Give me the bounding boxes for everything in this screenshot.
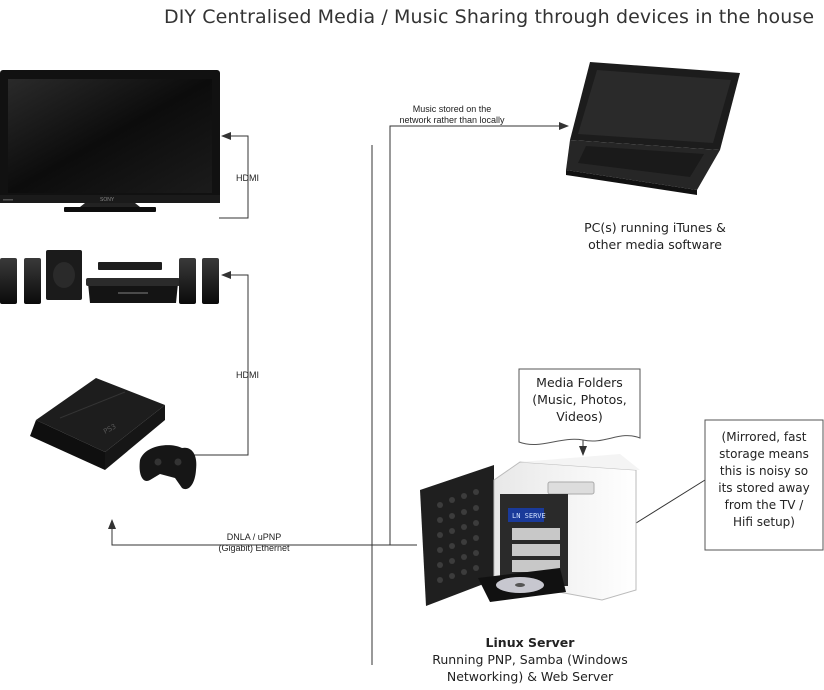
network-storage-label-line1: Music stored on the <box>412 104 492 114</box>
note-line6: Hifi setup) <box>733 515 795 529</box>
note-line3: this is noisy so <box>719 464 809 478</box>
tv-icon <box>0 70 220 212</box>
ethernet-label-line2: (Gigabit) Ethernet <box>218 543 290 553</box>
server-caption-line1: Running PNP, Samba (Windows <box>432 652 628 667</box>
note-line5: from the TV / <box>724 498 804 512</box>
server-title: Linux Server <box>485 635 575 650</box>
media-folders-line1: Media Folders <box>536 375 623 390</box>
ethernet-label-line1: DNLA / uPNP <box>226 532 282 542</box>
ethernet-connector <box>108 519 417 546</box>
network-storage-connector <box>389 122 569 545</box>
media-folders-shape <box>518 368 641 446</box>
note-box <box>704 419 824 551</box>
hdmi-tv-label: HDMI <box>236 173 259 183</box>
pc-caption: PC(s) running iTunes & other media softw… <box>565 219 745 253</box>
pc-caption-line1: PC(s) running iTunes & <box>584 220 726 235</box>
server-caption-line2: Networking) & Web Server <box>446 669 614 684</box>
hdmi-console-label: HDMI <box>236 370 259 380</box>
media-folders-line3: Videos) <box>556 409 603 424</box>
laptop-icon <box>566 62 740 195</box>
hdmi-tv-connector <box>219 132 249 219</box>
note-caption: (Mirrored, fast storage means this is no… <box>705 429 823 531</box>
pc-caption-line2: other media software <box>588 237 722 252</box>
server-icon: LN SERVE <box>420 454 640 606</box>
network-storage-label: Music stored on the network rather than … <box>382 104 522 126</box>
tv-brand-label: SONY <box>100 197 115 203</box>
game-console-icon: PS3 <box>30 378 197 490</box>
server-caption: Linux Server Running PNP, Samba (Windows… <box>420 634 640 685</box>
media-folders-line2: (Music, Photos, <box>532 392 627 407</box>
note-line2: storage means <box>719 447 809 461</box>
note-line4: its stored away <box>718 481 810 495</box>
diagram-title: DIY Centralised Media / Music Sharing th… <box>164 6 815 28</box>
hdmi-console-connector <box>164 271 249 456</box>
server-display-text: LN SERVE <box>512 512 546 520</box>
note-line1: (Mirrored, fast <box>721 430 807 444</box>
ethernet-label: DNLA / uPNP (Gigabit) Ethernet <box>204 532 304 554</box>
media-folders-caption: Media Folders (Music, Photos, Videos) <box>519 374 640 425</box>
network-storage-label-line2: network rather than locally <box>399 115 505 125</box>
connector-lines <box>108 122 706 665</box>
hifi-system-icon <box>0 250 219 304</box>
